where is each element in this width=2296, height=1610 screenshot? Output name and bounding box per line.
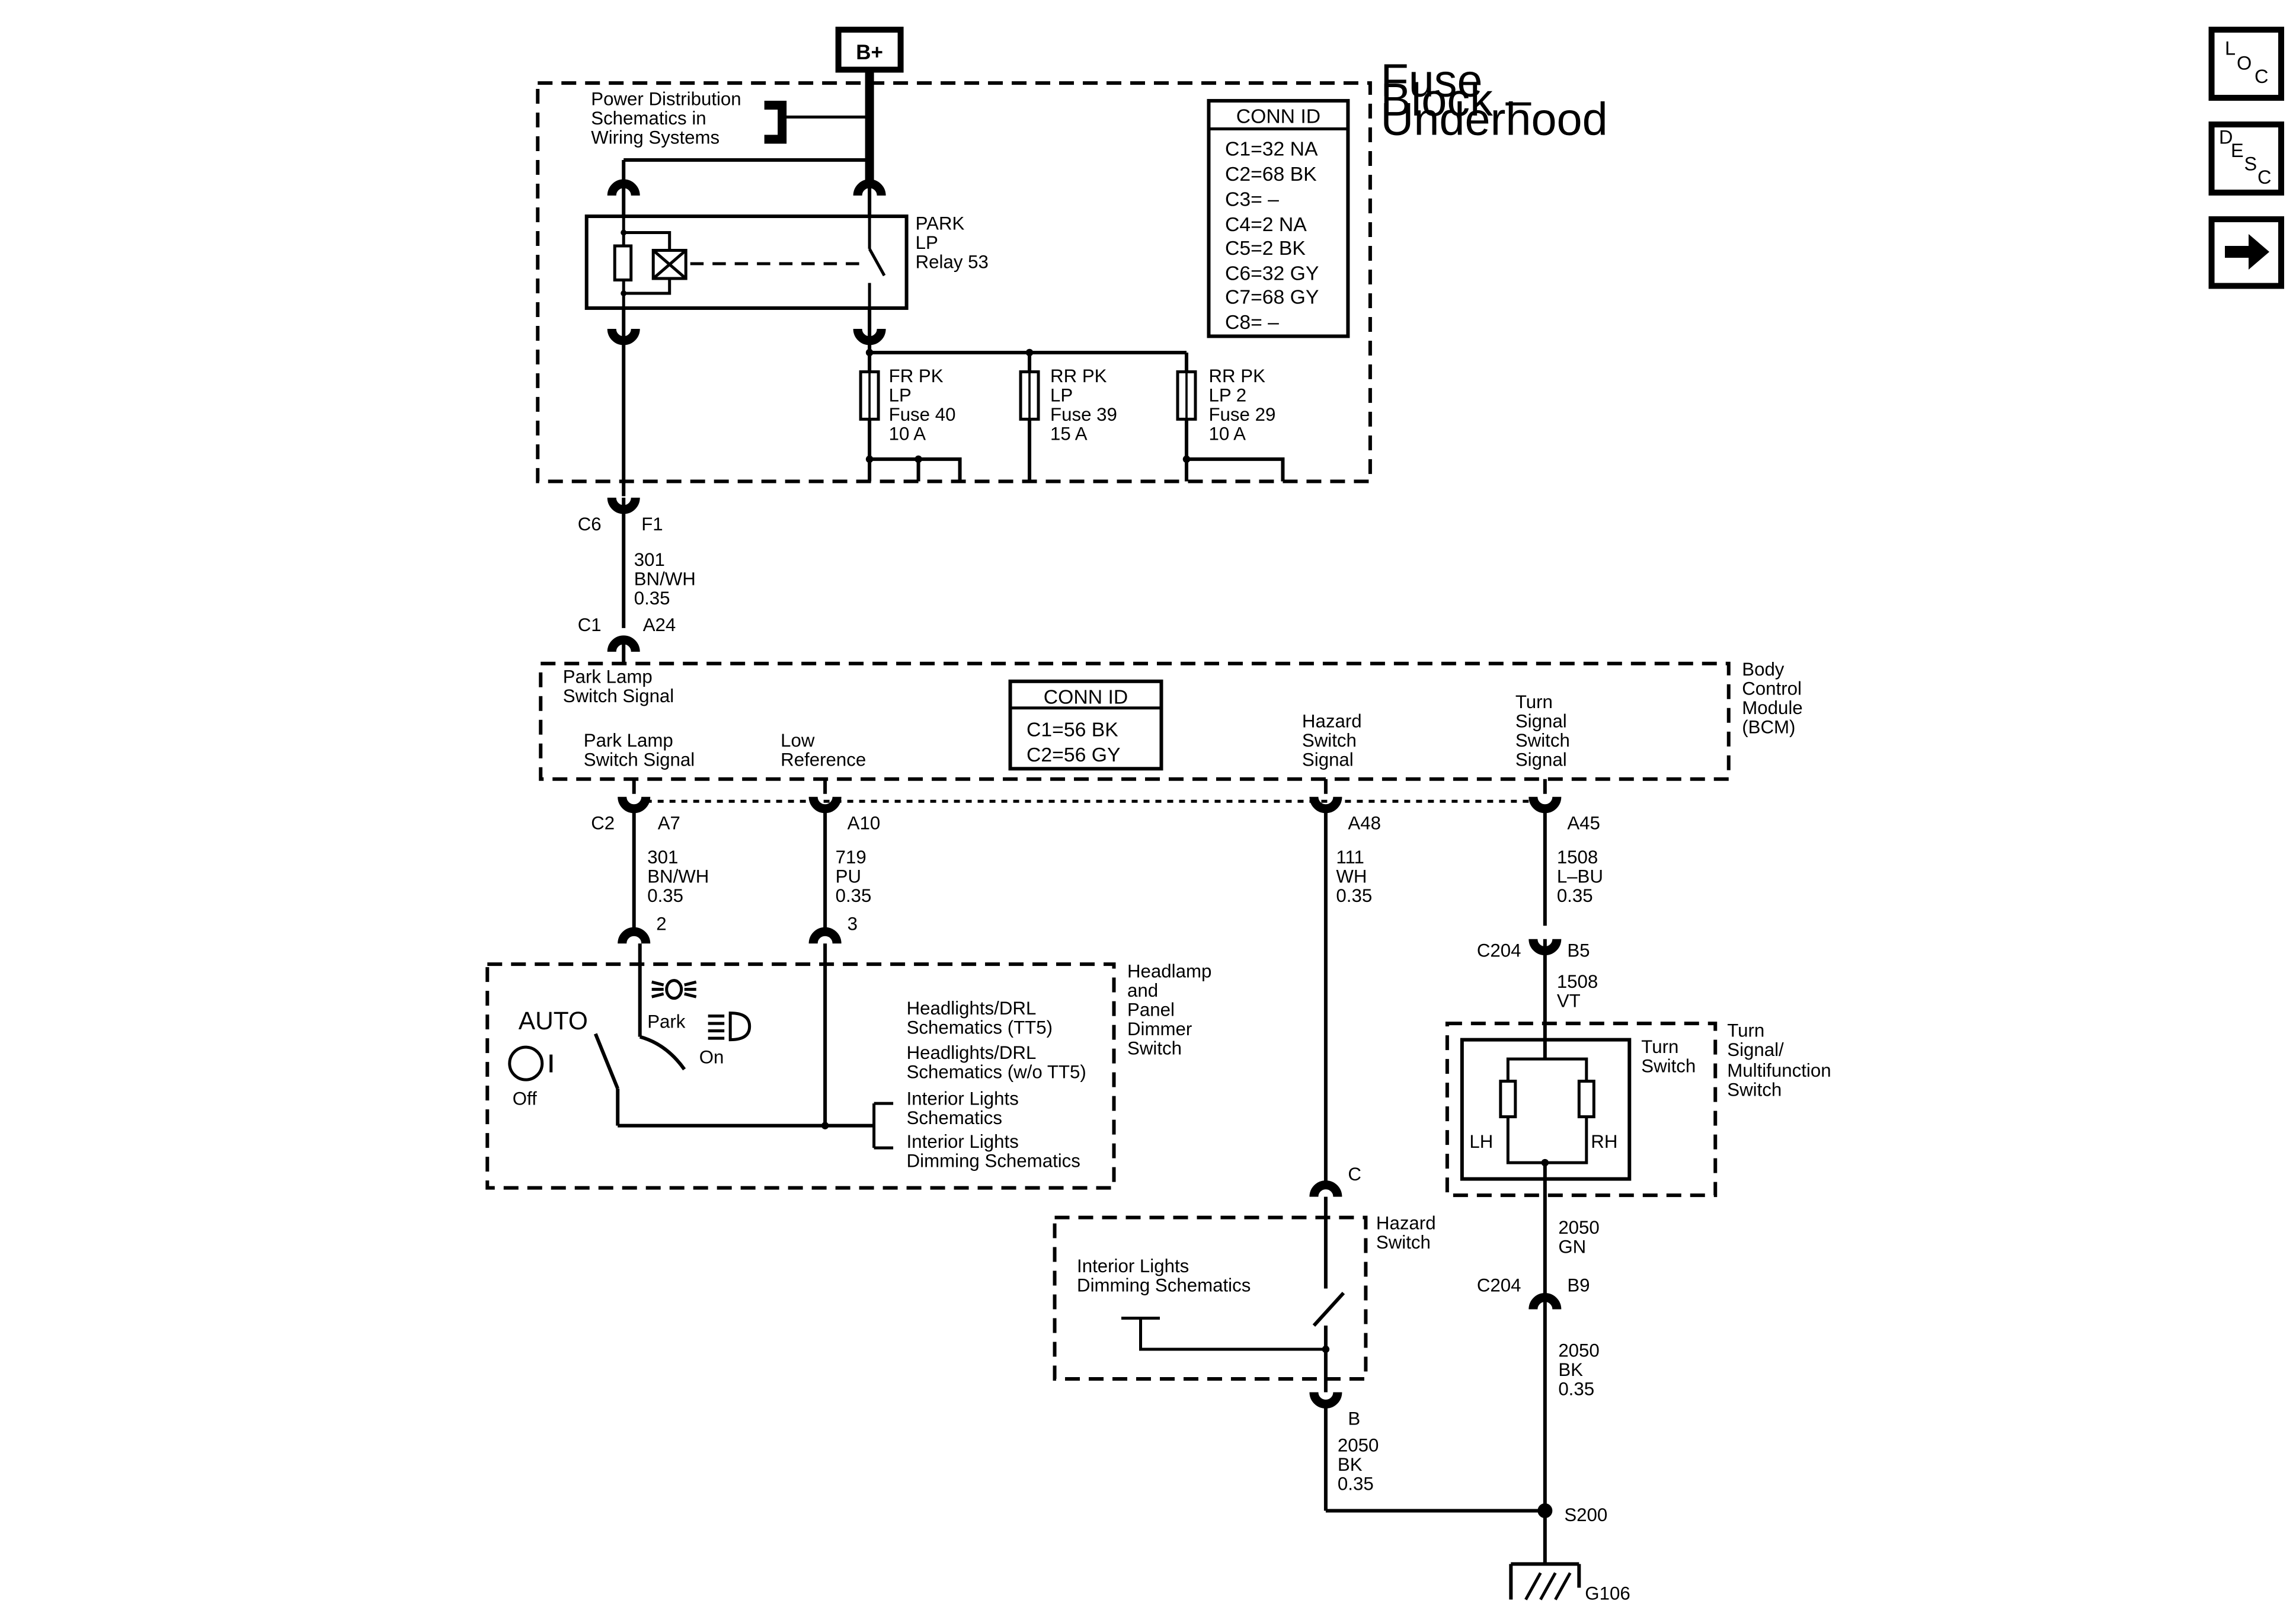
bcm-conn-id-table: [1008, 679, 1163, 771]
park-switch-contact: [639, 1035, 686, 1071]
turn-switch-label: Turn Switch: [1641, 1036, 1696, 1076]
rh-label: RH: [1591, 1131, 1617, 1152]
turn-multifunction-outline: [1445, 1022, 1718, 1198]
wire-1508-label: 1508 L–BU 0.35: [1557, 847, 1609, 906]
fuse-block-outline: [536, 81, 1372, 484]
arrow-right-icon: [2225, 233, 2270, 270]
park-lamp-icon: [651, 979, 697, 1000]
headlamp-pin-3-connector: [808, 927, 842, 944]
hazard-switch-blade: [1312, 1292, 1345, 1327]
pin-a45-label: A45: [1567, 813, 1600, 834]
off-label: Off: [513, 1089, 537, 1109]
headlamp-notes: Headlights/DRL Schematics (TT5) Headligh…: [907, 998, 1092, 1171]
relay-connector-right-top: [853, 179, 886, 196]
ground-g106-label: G106: [1585, 1583, 1630, 1603]
ground-icon: [1509, 1562, 1581, 1601]
conn-c6-label: C6: [578, 514, 602, 534]
relay-resistor: [613, 244, 633, 281]
turn-multifunction-title: Turn Signal/ Multifunction Switch: [1727, 1020, 1836, 1100]
hazard-switch-title: Hazard Switch: [1376, 1213, 1441, 1253]
turn-switch-box: [1460, 1038, 1632, 1181]
b-plus-label: B+: [856, 41, 883, 64]
fuse-29-label: RR PK LP 2 Fuse 29 10 A: [1208, 366, 1281, 444]
hazard-notes: Interior Lights Dimming Schematics: [1077, 1256, 1251, 1295]
conn-c204-label: C204: [1477, 940, 1521, 961]
desc-button[interactable]: D E S C: [2208, 121, 2285, 196]
power-distribution-note: Power Distribution Schematics in Wiring …: [591, 89, 746, 148]
pin-a48-label: A48: [1348, 813, 1381, 834]
pin-a10-label: A10: [848, 813, 881, 834]
fuse-block-conn-id-title: CONN ID: [1236, 105, 1320, 128]
headlamp-on-icon: [708, 1012, 752, 1042]
loc-button[interactable]: L O C: [2208, 27, 2285, 101]
fuse-40-label: FR PK LP Fuse 40 10 A: [889, 366, 961, 444]
wire-2050-bk-right-label: 2050 BK 0.35: [1558, 1340, 1604, 1400]
bcm-conn-c2-label: C2: [591, 813, 615, 834]
pin-a24-label: A24: [643, 614, 676, 635]
wire-1508-vt-label: 1508 VT: [1557, 971, 1603, 1011]
wire-301-top-label: 301 BN/WH 0.35: [634, 549, 701, 609]
fuse-39-label: RR PK LP Fuse 39 15 A: [1050, 366, 1123, 444]
fuse-block-title: Fuse Block – Underhood: [1380, 56, 1607, 145]
on-label: On: [699, 1047, 724, 1068]
loc-icon: L O C: [2225, 38, 2268, 87]
fuse-block-conn-id-rows: C1=32 NA C2=68 BK C3= – C4=2 NA C5=2 BK …: [1225, 138, 1325, 334]
bcm-signal-turn: Turn Signal Switch Signal: [1515, 692, 1575, 770]
hazard-pin-c-label: C: [1348, 1164, 1361, 1185]
pin-a7-label: A7: [658, 813, 680, 834]
desc-icon: D E S C: [2219, 127, 2271, 188]
pin-f1-label: F1: [641, 514, 663, 534]
headlamp-pin-3-label: 3: [848, 914, 858, 934]
turn-rh-resistor: [1577, 1080, 1595, 1119]
pin-b9-label: B9: [1567, 1275, 1590, 1296]
headlamp-switch-blade: [593, 1033, 620, 1090]
relay-label: PARK LP Relay 53: [916, 213, 989, 273]
bcm-title: Body Control Module (BCM): [1742, 659, 1808, 737]
turn-lh-resistor: [1499, 1080, 1517, 1119]
splice-s200-label: S200: [1564, 1505, 1607, 1525]
fuse-block-conn-id-table: [1207, 99, 1350, 338]
hazard-pin-b-label: B: [1348, 1408, 1360, 1429]
wire-2050-gn-label: 2050 GN: [1558, 1217, 1604, 1257]
off-bulb-icon: [508, 1045, 544, 1081]
wire-719-label: 719 PU 0.35: [836, 847, 872, 906]
wire-111-label: 111 WH 0.35: [1336, 847, 1372, 906]
wire-2050-bk-left-label: 2050 BK 0.35: [1338, 1435, 1384, 1494]
pin-b5-label: B5: [1567, 940, 1590, 961]
relay-connector-left-top: [607, 179, 640, 196]
headlamp-switch-title: Headlamp and Panel Dimmer Switch: [1127, 961, 1217, 1059]
auto-label: AUTO: [519, 1007, 588, 1035]
park-lamp-relay: [584, 215, 909, 310]
next-button[interactable]: [2208, 216, 2285, 289]
conn-c1-label: C1: [578, 614, 602, 635]
conn-c204-out-label: C204: [1477, 1275, 1521, 1296]
bcm-signal-low-reference: Low Reference: [781, 730, 866, 770]
headlamp-pin-2-connector: [618, 927, 651, 944]
headlamp-switch-outline: [485, 962, 1116, 1190]
bcm-conn-id-title: CONN ID: [1044, 686, 1128, 708]
hazard-pin-c-connector: [1309, 1180, 1342, 1198]
bcm-signal-hazard: Hazard Switch Signal: [1302, 710, 1367, 770]
bcm-signal-park-lamp: Park Lamp Switch Signal: [584, 730, 695, 770]
hazard-pin-b-connector: [1309, 1391, 1342, 1409]
hazard-switch-outline: [1053, 1215, 1368, 1381]
bcm-outline: [539, 661, 1731, 781]
bcm-top-signal-label: Park Lamp Switch Signal: [563, 666, 674, 706]
wire-301-label: 301 BN/WH 0.35: [647, 847, 714, 906]
park-label: Park: [647, 1012, 686, 1032]
lh-label: LH: [1469, 1131, 1493, 1152]
bcm-conn-id-rows: C1=56 BK C2=56 GY: [1027, 718, 1124, 766]
headlamp-pin-2-label: 2: [656, 914, 666, 934]
relay-switch-contact: [868, 248, 886, 277]
